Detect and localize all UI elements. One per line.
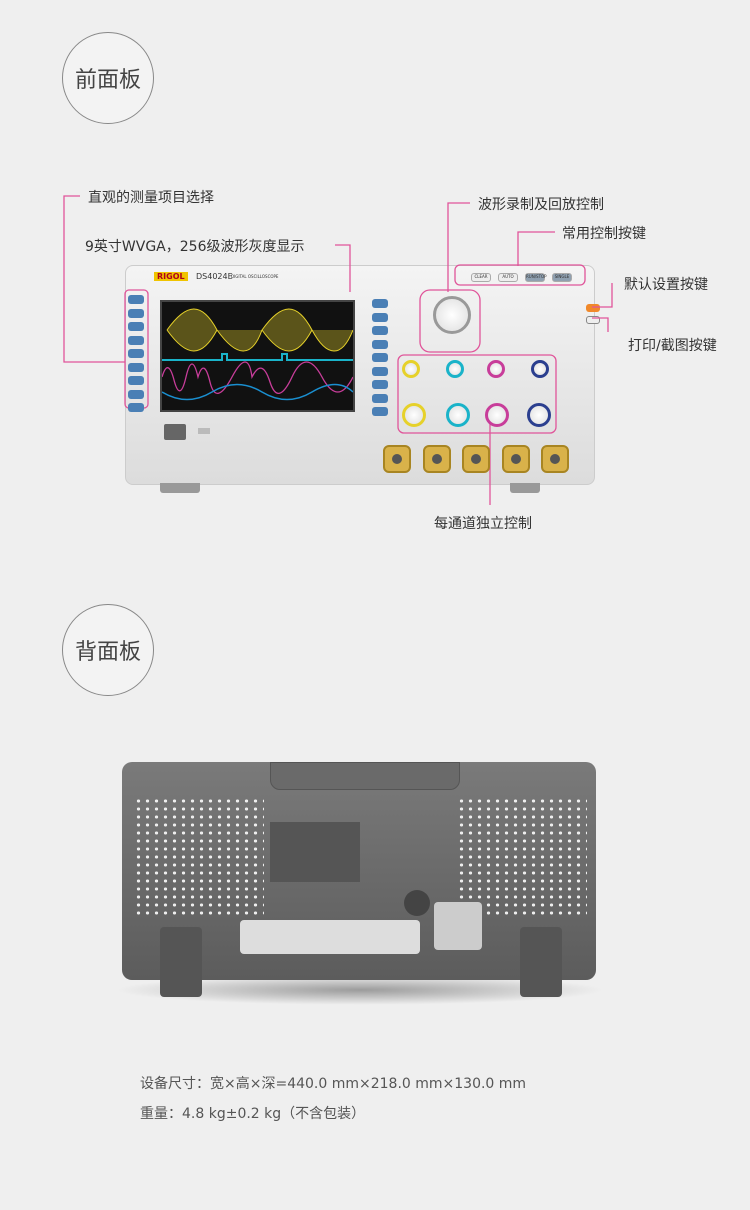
callout-common-keys: 常用控制按键 [562, 226, 646, 242]
left-vent [134, 797, 264, 917]
oscilloscope-back-image [122, 762, 596, 997]
ch1-position-knob [402, 360, 420, 378]
ch2-position-knob [446, 360, 464, 378]
power-button [164, 424, 186, 440]
back-foot-left [160, 927, 202, 997]
handle [270, 762, 460, 790]
model-subtitle: DIGITAL OSCILLOSCOPE [231, 274, 279, 279]
front-foot-right [510, 483, 540, 493]
front-panel-heading: 前面板 [62, 32, 154, 124]
default-button [586, 304, 600, 312]
brand-logo: RIGOL [154, 272, 188, 281]
oscilloscope-screen [160, 300, 355, 412]
ch2-input-connector [423, 445, 451, 473]
ch2-scale-knob [446, 403, 470, 427]
callout-display: 9英寸WVGA，256级波形灰度显示 [85, 239, 305, 255]
back-foot-right [520, 927, 562, 997]
callout-print-key: 打印/截图按键 [628, 338, 717, 354]
run-stop-button: RUN/STOP [525, 273, 547, 282]
ch4-position-knob [531, 360, 549, 378]
model-name: DS4024E [196, 272, 233, 281]
print-button [586, 316, 600, 324]
ext-trigger-connector [541, 445, 569, 473]
ch4-scale-knob [527, 403, 551, 427]
ch3-scale-knob [485, 403, 509, 427]
power-socket [434, 902, 482, 950]
callout-measure: 直观的测量项目选择 [88, 190, 214, 206]
dimensions-spec: 设备尺寸：宽×高×深=440.0 mm×218.0 mm×130.0 mm [140, 1076, 527, 1092]
ch3-position-knob [487, 360, 505, 378]
callout-channel-control: 每通道独立控制 [434, 516, 532, 532]
callout-record: 波形录制及回放控制 [478, 197, 604, 213]
ch1-input-connector [383, 445, 411, 473]
left-softkeys [128, 295, 146, 417]
front-foot-left [160, 483, 200, 493]
weight-spec: 重量：4.8 kg±0.2 kg（不含包装） [140, 1106, 366, 1122]
right-vent [457, 797, 587, 917]
ch3-input-connector [462, 445, 490, 473]
multifunction-knob [433, 296, 471, 334]
back-panel-heading: 背面板 [62, 604, 154, 696]
usb-port [198, 428, 210, 434]
callout-default-key: 默认设置按键 [624, 277, 708, 293]
lock-slot [404, 890, 430, 916]
rating-label [270, 822, 360, 882]
right-softkeys [372, 299, 390, 421]
ch1-scale-knob [402, 403, 426, 427]
ch4-input-connector [502, 445, 530, 473]
io-panel [240, 920, 420, 954]
auto-button: AUTO [498, 273, 518, 282]
clear-button: CLEAR [471, 273, 491, 282]
single-button: SINGLE [552, 273, 572, 282]
